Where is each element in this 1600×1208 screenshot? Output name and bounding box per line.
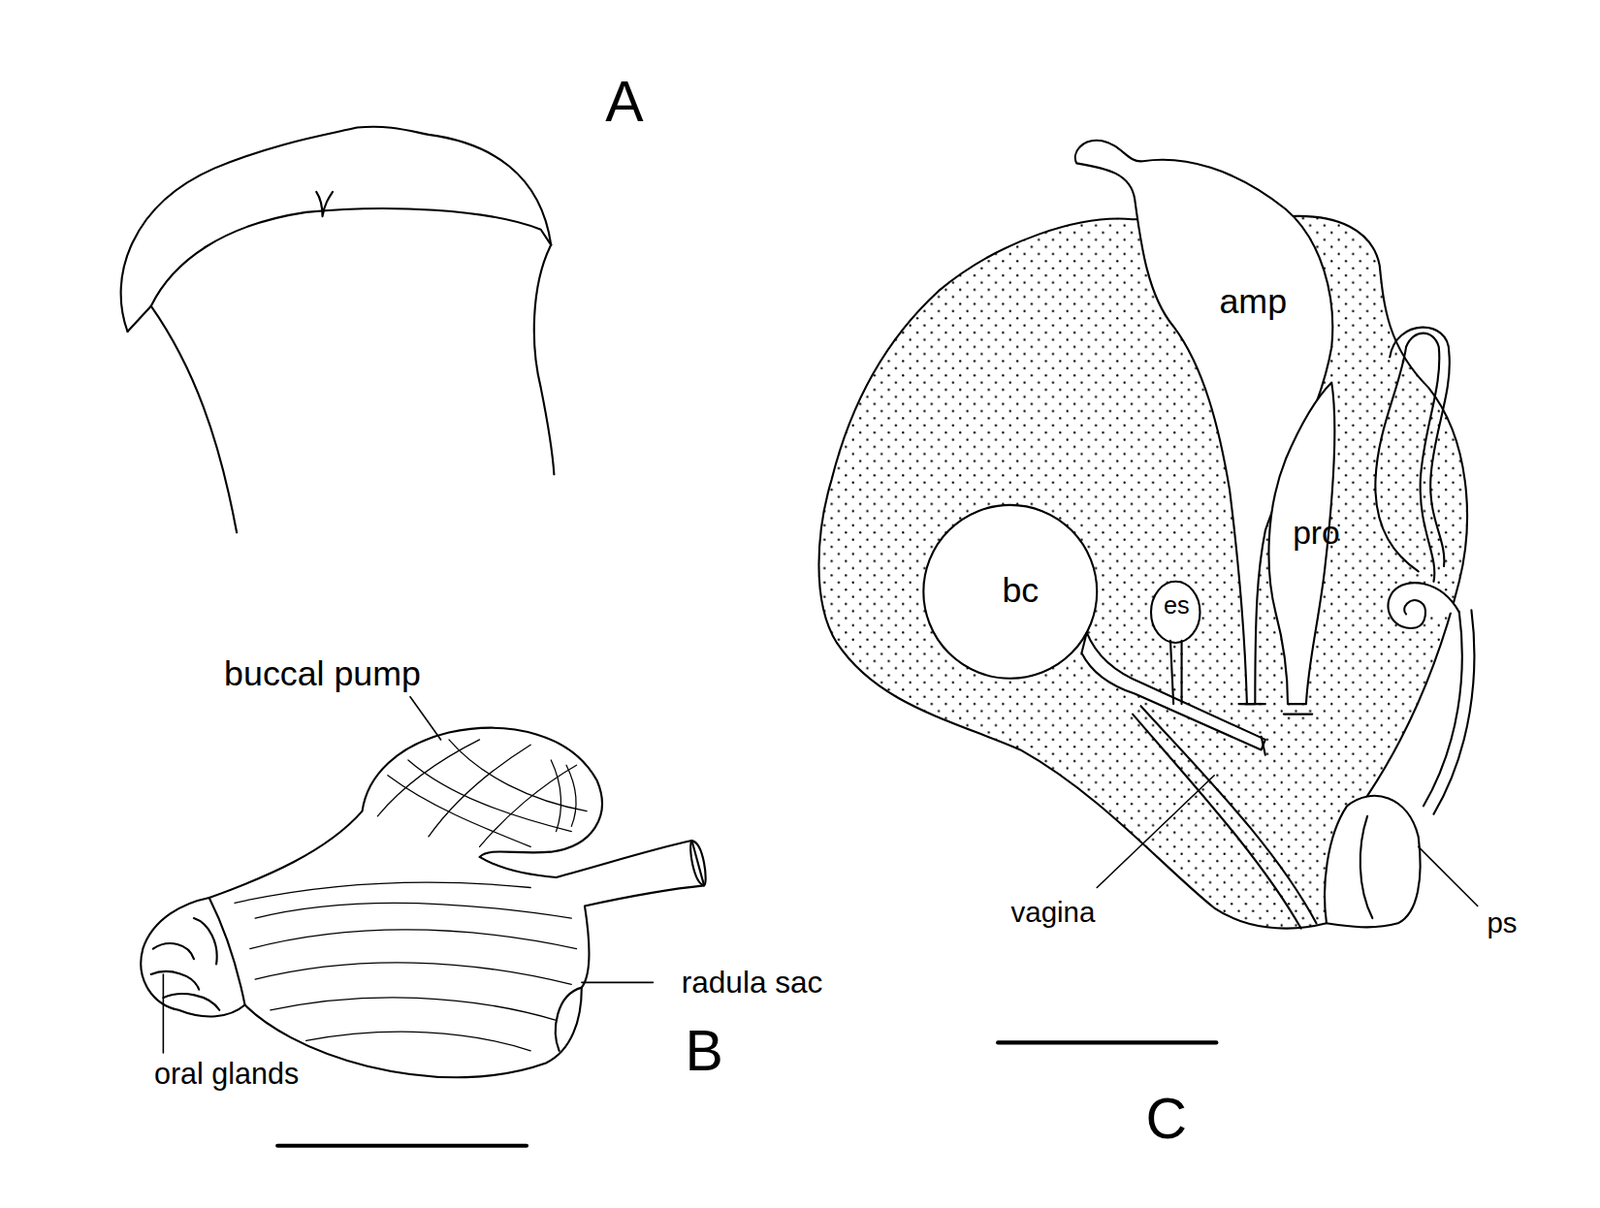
part-label: ps <box>1486 909 1517 938</box>
part-label: es <box>1163 593 1190 618</box>
part-label: buccal pump <box>224 656 421 692</box>
part-label: vagina <box>1011 898 1096 928</box>
part-label: bc <box>1001 572 1039 608</box>
reproductive-system <box>818 140 1477 929</box>
part-label: amp <box>1218 284 1287 320</box>
leader-lines <box>162 697 653 1054</box>
panel-letter: A <box>605 73 643 131</box>
part-label: pro <box>1292 515 1341 549</box>
panel-letter: B <box>684 1022 723 1080</box>
part-label: oral glands <box>154 1059 299 1090</box>
panel-letter: C <box>1145 1090 1187 1149</box>
head-figure <box>121 127 555 534</box>
part-label: radula sac <box>681 967 824 999</box>
buccal-mass <box>140 728 705 1078</box>
